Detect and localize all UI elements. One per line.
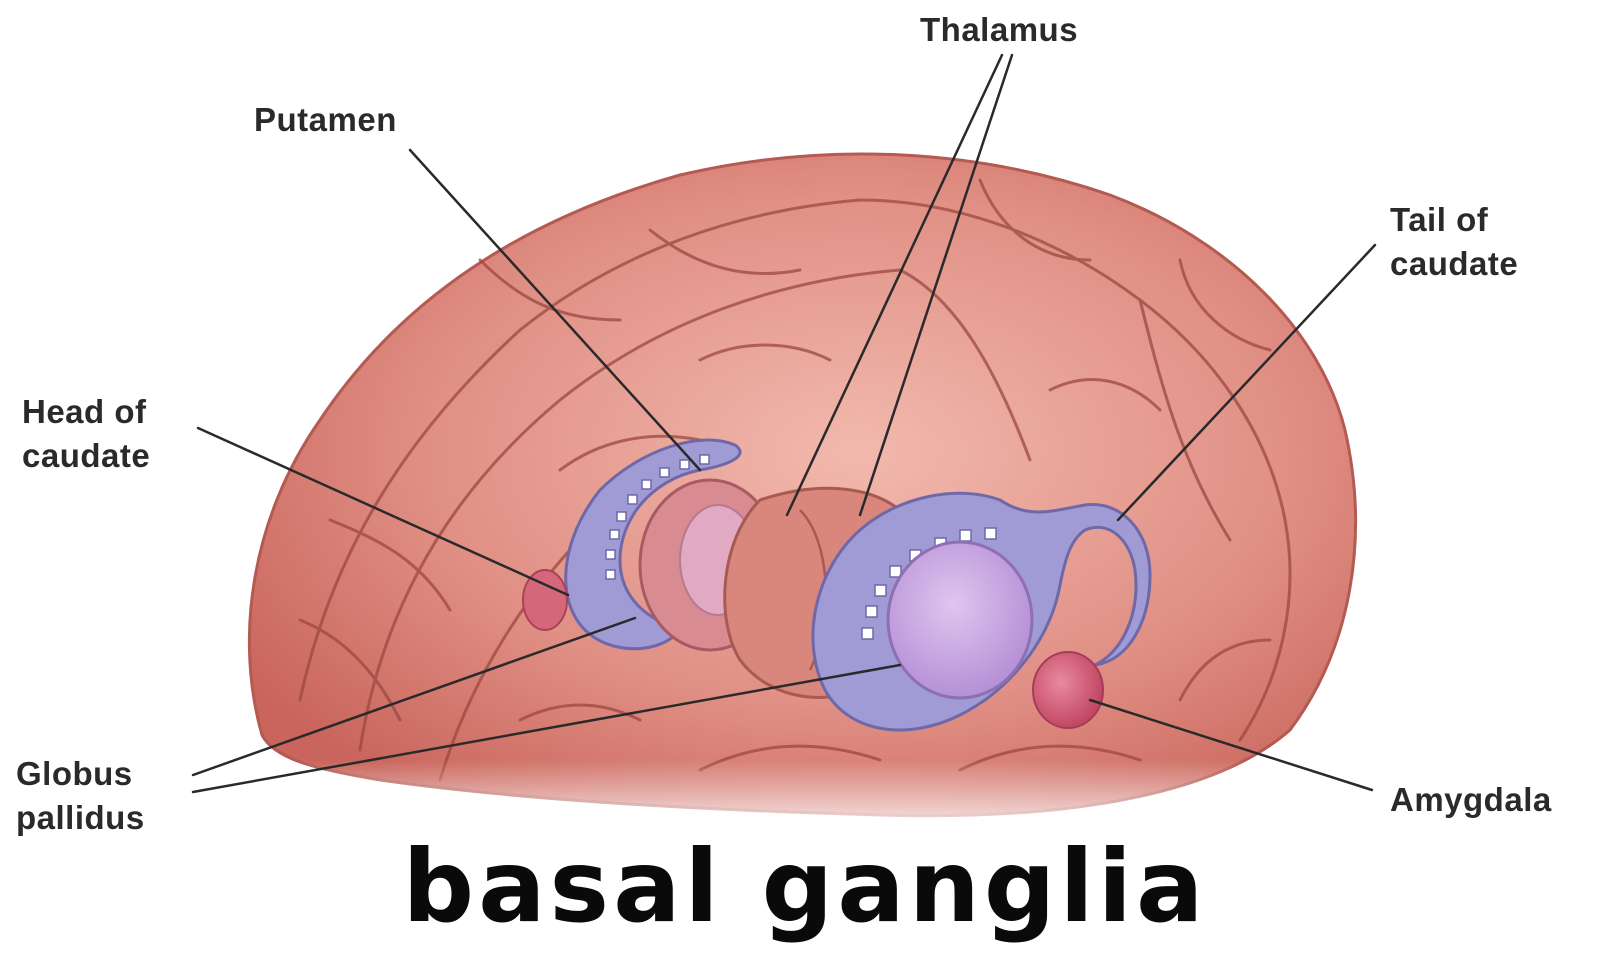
label-amygdala: Amygdala xyxy=(1390,778,1552,822)
label-head-of-caudate-line2: caudate xyxy=(22,434,150,478)
label-tail-of-caudate: Tail of caudate xyxy=(1390,198,1518,286)
label-globus-pallidus-line1: Globus xyxy=(16,752,145,796)
label-thalamus-text: Thalamus xyxy=(920,8,1078,52)
label-putamen: Putamen xyxy=(254,98,397,142)
label-putamen-text: Putamen xyxy=(254,98,397,142)
label-tail-of-caudate-line2: caudate xyxy=(1390,242,1518,286)
label-head-of-caudate-line1: Head of xyxy=(22,390,150,434)
label-tail-of-caudate-line1: Tail of xyxy=(1390,198,1518,242)
label-amygdala-text: Amygdala xyxy=(1390,778,1552,822)
amygdala-shape xyxy=(1033,652,1103,728)
label-globus-pallidus: Globus pallidus xyxy=(16,752,145,840)
diagram-title: basal ganglia xyxy=(0,832,1610,942)
globus-pallidus-shape xyxy=(888,542,1032,698)
label-head-of-caudate: Head of caudate xyxy=(22,390,150,478)
label-thalamus: Thalamus xyxy=(920,8,1078,52)
